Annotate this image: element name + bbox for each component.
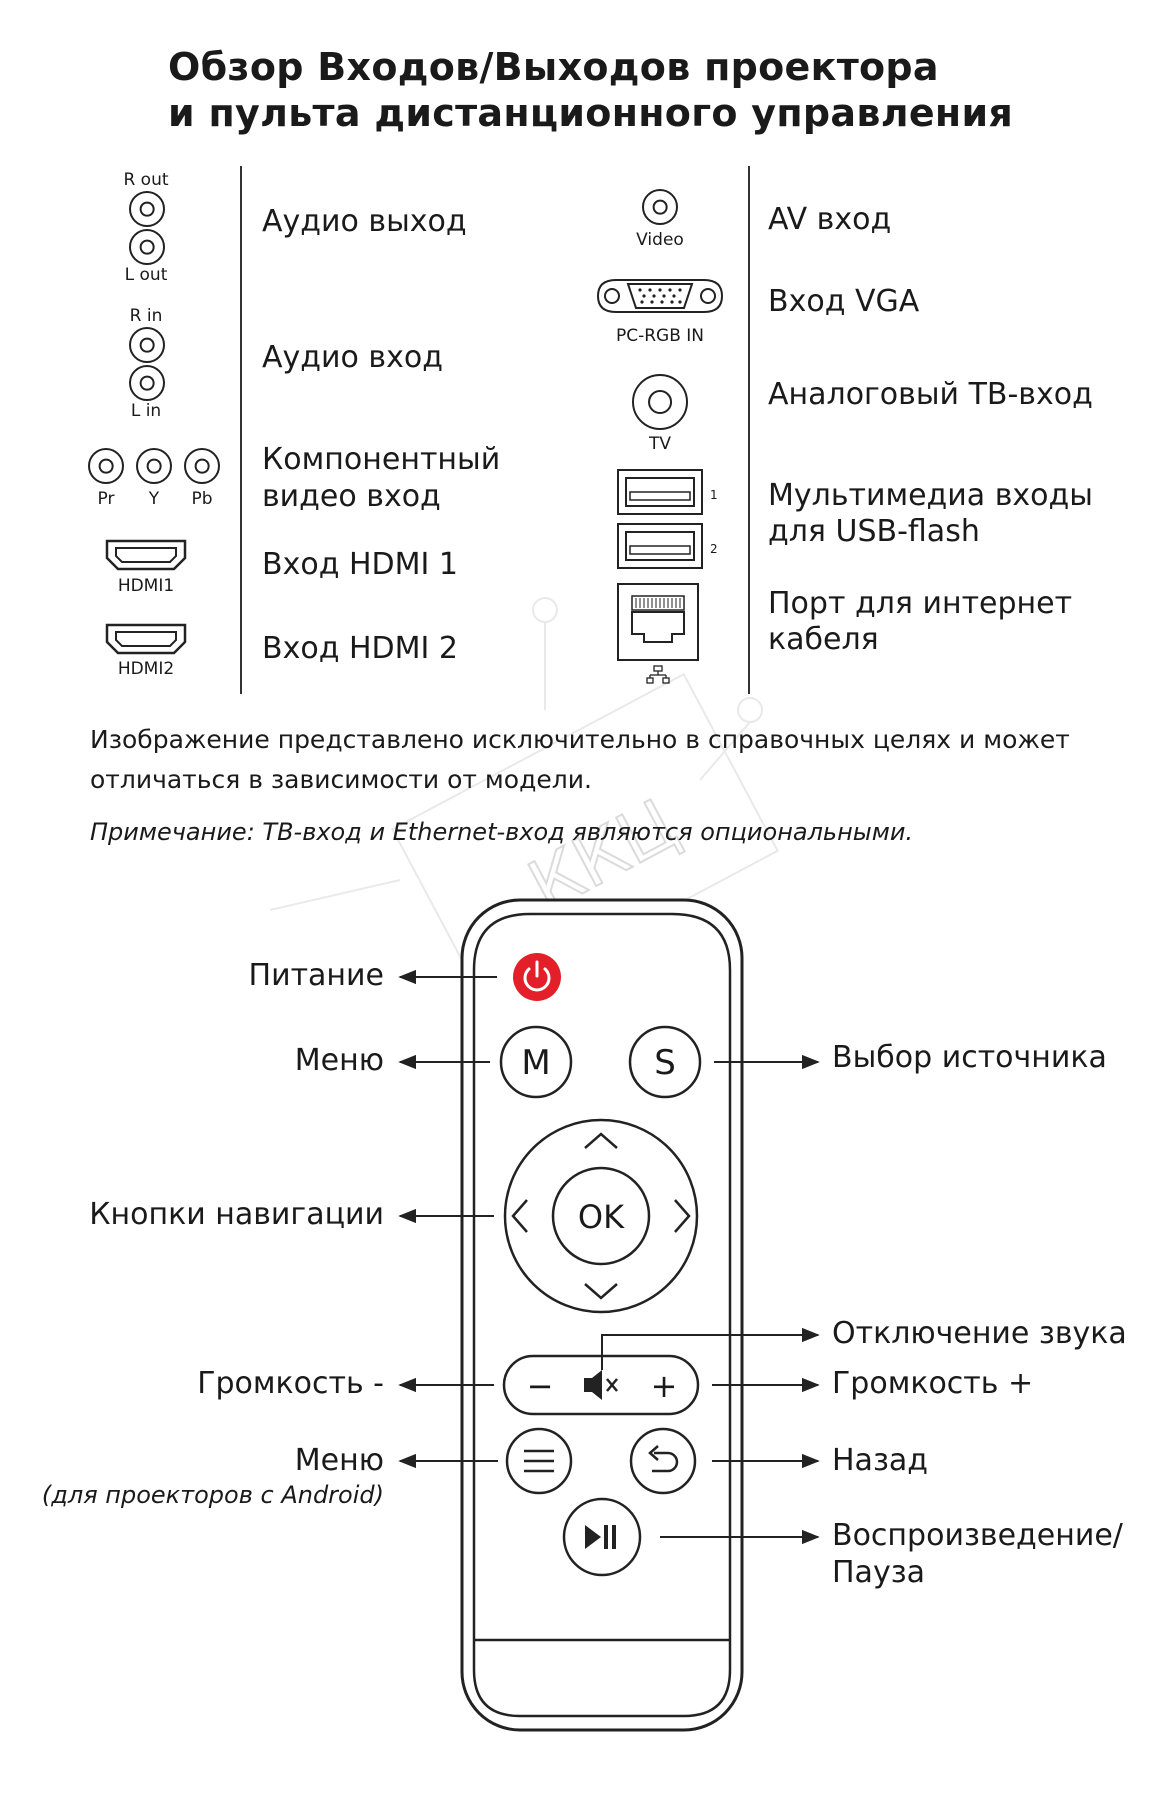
usb-1-number: 1 [710,488,718,502]
pr-caption: Pr [97,489,115,509]
source-s-button[interactable]: S [628,1025,702,1099]
navigation-label: Кнопки навигации [89,1197,384,1232]
remote-body [460,898,744,1732]
divider-left [240,166,242,694]
android-menu-label: Меню [294,1443,384,1478]
back-label: Назад [832,1443,929,1478]
l-out-caption: L out [124,265,168,285]
mute-label: Отключение звука [832,1316,1127,1351]
source-s-text: S [654,1043,676,1083]
usb-label-2: для USB-flash [768,514,980,549]
vol-minus-text: − [527,1367,554,1405]
disclaimer-line-1: Изображение представлено исключительно в… [90,725,1070,754]
lan-label-2: кабеля [768,622,879,657]
r-in-caption: R in [129,306,163,326]
av-label: AV вход [768,202,892,237]
page-title: Обзор Входов/Выходов проектора и пульта … [168,44,1013,136]
back-arrow-icon [652,1451,679,1473]
tv-antenna-jack-icon [632,374,688,430]
down-arrow-icon [584,1283,618,1300]
left-arrow-icon [511,1199,528,1233]
r-out-jack-icon [129,191,165,227]
right-arrow-icon [674,1199,691,1233]
back-button[interactable] [629,1427,697,1495]
tv-caption: TV [648,434,671,454]
play-pause-label-1: Воспроизведение/ [832,1518,1123,1553]
disclaimer-line-2: отличаться в зависимости от модели. [90,765,592,794]
play-pause-button[interactable] [562,1497,642,1577]
ok-button [551,1166,651,1266]
tv-label: Аналоговый ТВ-вход [768,377,1093,412]
menu-label: Меню [294,1043,384,1078]
usb-ports-icon [617,469,703,569]
dpad[interactable]: OK [503,1118,699,1314]
play-pause-label-2: Пауза [832,1555,926,1590]
pr-jack-icon [88,448,124,484]
hdmi-1-caption: HDMI1 [117,576,175,596]
pb-jack-icon [184,448,220,484]
usb-2-number: 2 [710,542,718,556]
android-menu-sublabel: (для проекторов с Android) [41,1481,384,1509]
title-line-1: Обзор Входов/Выходов проектора [168,45,939,89]
l-in-caption: L in [130,401,162,421]
menu-m-button[interactable]: M [499,1025,573,1099]
av-video-jack-icon [642,189,678,225]
vga-port-icon [596,279,724,313]
y-jack-icon [136,448,172,484]
hdmi-2-port-icon [105,623,187,655]
optional-remark: Примечание: ТВ-вход и Ethernet-вход явля… [90,818,914,846]
vga-label: Вход VGA [768,284,920,319]
r-in-jack-icon [129,327,165,363]
ethernet-port-icon [617,583,699,684]
android-menu-button[interactable] [505,1427,573,1495]
hdmi-2-label: Вход HDMI 2 [262,631,458,666]
title-line-2: и пульта дистанционного управления [168,91,1014,135]
usb-label-1: Мультимедиа входы [768,478,1093,513]
remote-diagram: M S OK − + [398,898,820,1732]
mute-icon [584,1370,618,1400]
play-pause-icon [585,1525,601,1549]
power-button[interactable] [513,953,561,1001]
hdmi-1-label: Вход HDMI 1 [262,547,458,582]
audio-out-label: Аудио выход [262,204,467,239]
audio-in-label: Аудио вход [262,340,443,375]
lan-label-1: Порт для интернет [768,586,1073,621]
l-out-jack-icon [129,229,165,265]
volume-plus-label: Громкость + [832,1366,1034,1401]
r-out-caption: R out [123,170,169,190]
hdmi-2-caption: HDMI2 [117,659,175,679]
vga-caption: PC-RGB IN [615,326,705,346]
divider-right [748,166,750,694]
vol-plus-text: + [651,1367,678,1405]
source-label: Выбор источника [832,1040,1107,1075]
video-caption: Video [636,230,684,250]
hdmi-1-port-icon [105,539,187,571]
volume-rocker[interactable]: − + [502,1354,700,1416]
up-arrow-icon [584,1132,618,1149]
menu-m-text: M [521,1043,550,1083]
l-in-jack-icon [129,365,165,401]
pb-caption: Pb [191,489,213,509]
component-label-1: Компонентный [262,442,501,477]
y-caption: Y [148,489,160,509]
volume-minus-label: Громкость - [197,1366,384,1401]
power-label: Питание [248,958,384,993]
ok-text: OK [578,1198,625,1236]
component-label-2: видео вход [262,479,441,514]
